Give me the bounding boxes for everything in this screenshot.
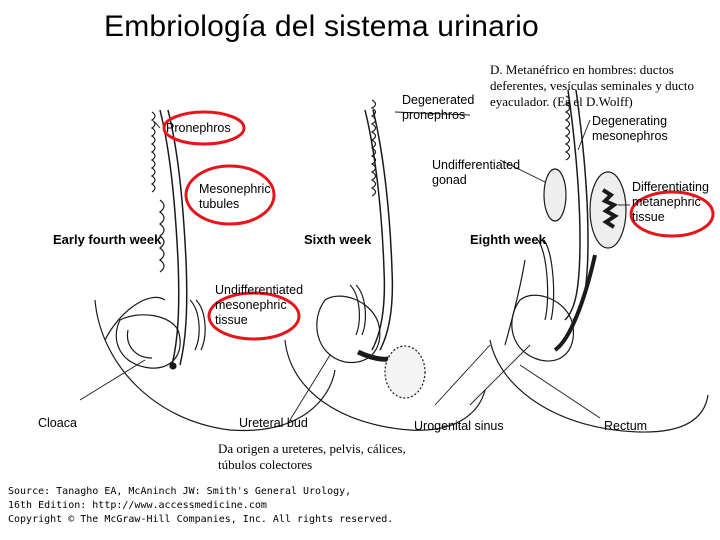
highlight-undifferentiated-mesonephric-tissue [207, 291, 301, 341]
stage-sixth-week: Sixth week [304, 232, 372, 247]
label-degen-pro-line-1: Degenerated [402, 93, 475, 107]
label-mesonephric-line-2: tubules [199, 197, 240, 211]
label-meta-line-1: Differentiating [632, 180, 709, 194]
note-bottom-line-1: Da origen a ureteres, pelvis, cálices, [218, 441, 406, 456]
label-degen-meso-line-1: Degenerating [592, 114, 668, 128]
highlight-ellipses [162, 110, 715, 341]
note-ureteral-bud: Da origen a ureteres, pelvis, cálices, t… [218, 441, 406, 473]
note-top-line-3: eyaculador. (Es el D.Wolff) [490, 94, 633, 109]
label-cloaca: Cloaca [38, 416, 77, 430]
leader-lines [79, 111, 630, 421]
label-undiff-meso-line-3: tissue [215, 313, 248, 327]
page-title: Embriología del sistema urinario [104, 10, 539, 43]
sixth-week-diagram [284, 99, 486, 431]
note-top-line-2: deferentes, vesículas seminales y ducto [490, 78, 694, 93]
highlight-pronephros [162, 110, 246, 146]
label-degen-meso-line-2: mesonephros [592, 129, 668, 143]
stage-eighth-week: Eighth week [470, 232, 546, 247]
label-gonad-line-2: gonad [432, 173, 467, 187]
note-metanephric: D. Metanéfrico en hombres: ductos defere… [490, 62, 694, 110]
label-meta-line-2: metanephric [632, 195, 701, 209]
eighth-week-diagram [489, 89, 709, 433]
label-undifferentiated-gonad: Undifferentiated gonad [432, 158, 520, 188]
source-line-1: Source: Tanagho EA, McAninch JW: Smith's… [8, 486, 352, 497]
label-degenerated-pronephros: Degenerated pronephros [402, 93, 474, 123]
highlight-metanephric-tissue [629, 190, 715, 238]
label-undiff-meso-line-2: mesonephric [215, 298, 287, 312]
label-differentiating-metanephric-tissue: Differentiating metanephric tissue [632, 180, 709, 225]
early-fourth-week-diagram [94, 109, 336, 432]
label-gonad-line-1: Undifferentiated [432, 158, 521, 172]
label-ureteral-bud: Ureteral bud [239, 416, 308, 430]
stage-early-fourth-week: Early fourth week [53, 232, 162, 247]
label-undifferentiated-mesonephric-tissue: Undifferentiated mesonephric tissue [215, 283, 303, 328]
note-bottom-line-2: túbulos colectores [218, 457, 313, 472]
label-degen-pro-line-2: pronephros [402, 108, 466, 122]
label-undiff-meso-line-1: Undifferentiated [215, 283, 304, 297]
source-line-3: Copyright © The McGraw-Hill Companies, I… [8, 514, 394, 525]
note-top-line-1: D. Metanéfrico en hombres: ductos [490, 62, 674, 77]
label-pronephros: Pronephros [166, 121, 231, 135]
label-mesonephric-tubules: Mesonephric tubules [199, 182, 271, 212]
highlight-mesonephric-tubules [184, 164, 276, 226]
source-citation: Source: Tanagho EA, McAninch JW: Smith's… [8, 485, 393, 527]
label-rectum: Rectum [604, 419, 648, 433]
label-meta-line-3: tissue [632, 210, 665, 224]
label-mesonephric-line-1: Mesonephric [199, 182, 271, 196]
source-line-2: 16th Edition: http://www.accessmedicine.… [8, 500, 267, 511]
label-urogenital-sinus: Urogenital sinus [414, 419, 504, 433]
label-degenerating-mesonephros: Degenerating mesonephros [592, 114, 668, 144]
